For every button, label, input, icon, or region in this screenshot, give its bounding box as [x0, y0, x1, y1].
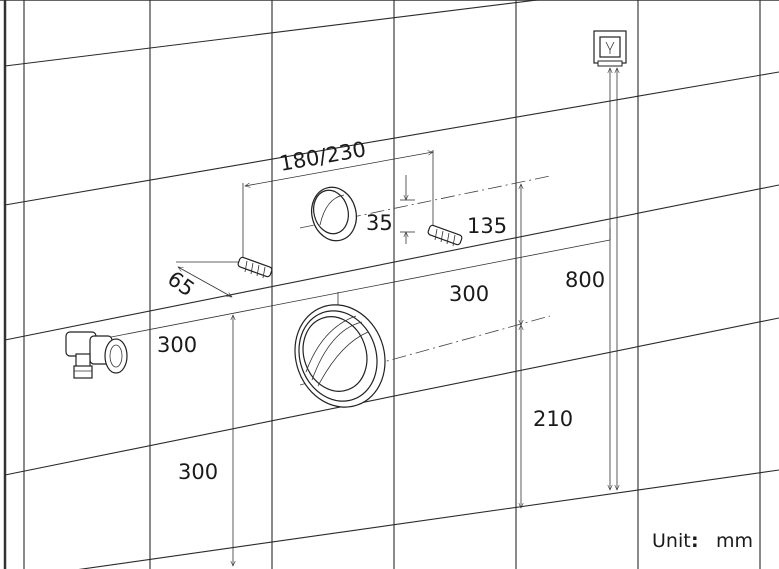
label-bracket-spacing: 180/230 [278, 137, 368, 176]
label-bolt-offset: 65 [163, 266, 199, 301]
label-pipe-offset-right: 300 [449, 282, 489, 306]
drain-outlet-icon [294, 304, 386, 408]
electrical-socket-icon [593, 30, 627, 67]
anchor-bolt-left-icon [237, 256, 273, 279]
unit-colon: : [691, 530, 699, 552]
label-outlet-height: 210 [533, 407, 573, 431]
label-pipe-offset-left: 300 [157, 333, 197, 357]
dimension-labels: 180/230 65 35 135 800 300 300 210 300 [157, 137, 605, 484]
small-outlet-icon [311, 186, 357, 242]
unit-value: mm [716, 530, 753, 552]
unit-label: Unit [652, 530, 691, 552]
angle-valve-icon [65, 331, 128, 379]
dimension-lines [176, 68, 617, 566]
anchor-bolt-right-icon [427, 224, 463, 247]
label-tap-height: 300 [178, 460, 218, 484]
label-small-outlet: 35 [366, 211, 393, 235]
tile-grid [4, 0, 779, 569]
unit-note: Unit : mm [652, 530, 753, 552]
label-bolt-to-top: 135 [467, 214, 507, 238]
label-socket-height: 800 [565, 268, 605, 292]
